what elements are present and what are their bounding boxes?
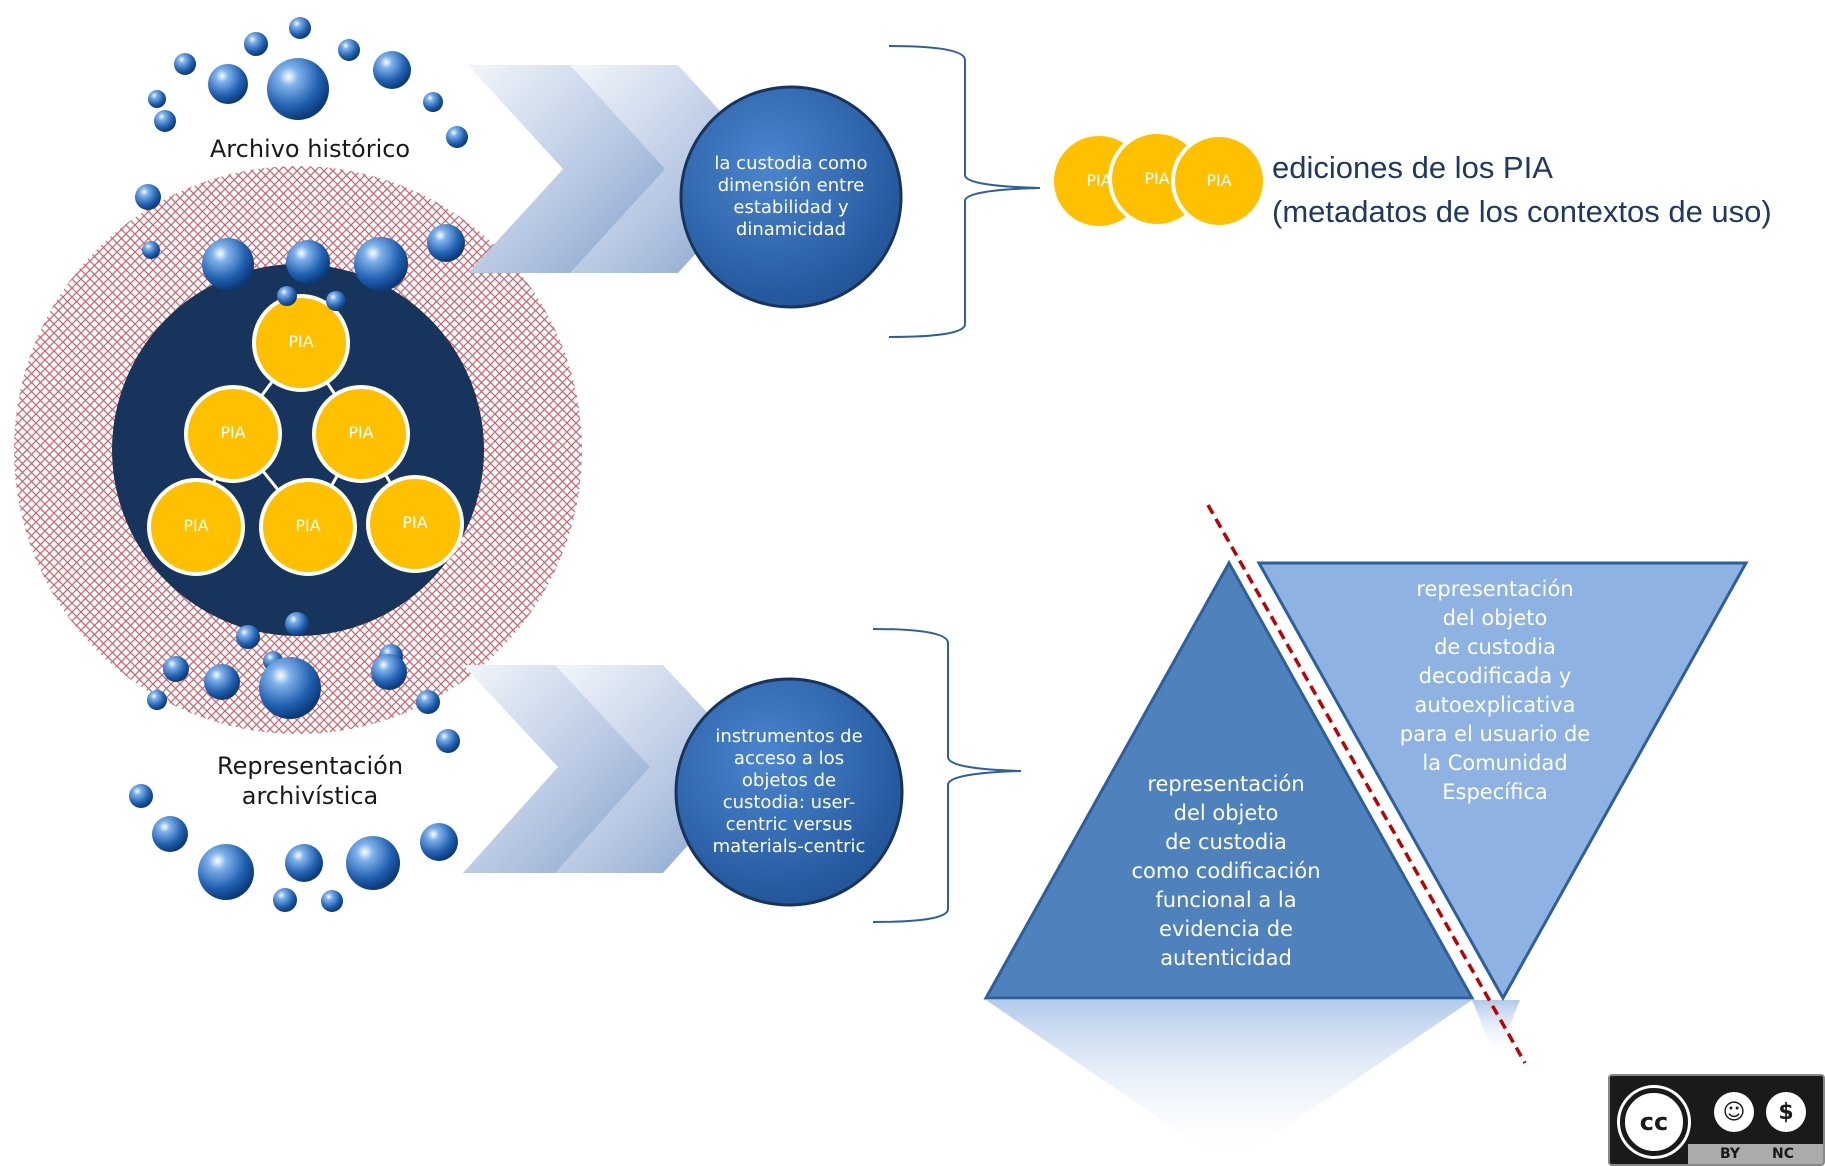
triangle-down-line: Específica <box>1442 780 1548 804</box>
triangle-up-line: de custodia <box>1165 830 1287 854</box>
triangle-up-line: evidencia de <box>1159 917 1293 941</box>
triangle-up-line: como codificación <box>1131 859 1321 883</box>
representacion-caption: Representación archivística <box>180 751 440 811</box>
triangle-down-line: del objeto <box>1442 606 1548 630</box>
triangle-down-text: representación del objeto de custodia de… <box>1370 575 1620 807</box>
custodia-circle <box>679 85 903 309</box>
pia-edition-label: PIA <box>1086 171 1112 190</box>
instrumentos-line: acceso a los <box>733 748 845 769</box>
archivo-historico-label: Archivo histórico <box>209 135 411 163</box>
pia-node-label: PIA <box>402 513 428 532</box>
instrumentos-line: objetos de <box>741 770 837 791</box>
instrumentos-line: instrumentos de <box>715 726 863 747</box>
instrumentos-circle <box>674 677 904 907</box>
custodia-line: dimensión entre <box>717 175 865 196</box>
nc-label: NC <box>1772 1146 1794 1162</box>
brace-bottom <box>872 628 1022 923</box>
pia-node-label: PIA <box>220 423 246 442</box>
cc-logo-text: cc <box>1639 1108 1669 1136</box>
triangle-reflection-right <box>1472 1000 1520 1060</box>
attribution-icon: ☺ <box>1714 1092 1754 1132</box>
pia-node-label: PIA <box>183 516 209 535</box>
noncommercial-icon: $ <box>1766 1092 1806 1132</box>
pia-edition-trio <box>1050 130 1267 230</box>
triangle-down <box>1256 561 1749 1002</box>
dashed-divider <box>1206 504 1527 1064</box>
triangle-up-line: del objeto <box>1173 801 1279 825</box>
triangle-down-line: decodificada y <box>1418 664 1572 688</box>
pia-node <box>252 294 350 392</box>
pia-node <box>259 478 357 576</box>
license-strip: BY NC <box>1688 1144 1823 1164</box>
custodia-line: la custodia como <box>714 153 868 174</box>
pia-node-label: PIA <box>348 423 374 442</box>
triangle-down-line: para el usuario de <box>1399 722 1591 746</box>
cc-logo-icon: cc <box>1620 1088 1688 1156</box>
instrumentos-line: materials-centric <box>712 836 866 857</box>
archivo-historico-caption: Archivo histórico <box>180 134 440 164</box>
pia-node <box>147 478 245 576</box>
triangle-reflection <box>986 1000 1472 1166</box>
pia-nodes <box>147 294 464 576</box>
instrumentos-line: centric versus <box>725 814 853 835</box>
instrumentos-circle-text: instrumentos de acceso a los objetos de … <box>689 692 889 892</box>
creative-commons-by-nc-icon: cc ☺ $ BY NC <box>1608 1074 1825 1166</box>
representacion-label-line2: archivística <box>241 782 379 810</box>
pia-node-label: PIA <box>295 516 321 535</box>
triangle-down-line: autoexplicativa <box>1414 693 1576 717</box>
pia-edition-label: PIA <box>1206 171 1232 190</box>
triangle-up-line: autenticidad <box>1160 946 1292 970</box>
pia-node-label: PIA <box>288 332 314 351</box>
ediciones-line1: ediciones de los PIA <box>1272 150 1553 185</box>
pia-edition-node <box>1171 133 1267 229</box>
triangle-down-line: de custodia <box>1434 635 1556 659</box>
triangle-up <box>983 559 1475 1000</box>
pia-node <box>312 385 410 483</box>
ediciones-line2: (metadatos de los contextos de uso) <box>1272 194 1772 229</box>
custodia-line: dinamicidad <box>735 219 847 240</box>
instrumentos-line: custodia: user- <box>722 792 856 813</box>
representacion-label-line1: Representación <box>216 752 404 780</box>
pia-edition-label: PIA <box>1144 169 1170 188</box>
triangle-down-line: representación <box>1416 577 1574 601</box>
brace-top <box>888 45 1041 338</box>
pia-node <box>184 385 282 483</box>
by-label: BY <box>1720 1146 1741 1162</box>
custodia-line: estabilidad y <box>733 197 849 218</box>
triangle-down-line: la Comunidad <box>1422 751 1568 775</box>
water-bubbles <box>129 17 468 912</box>
triangle-up-text: representación del objeto de custodia co… <box>1096 770 1356 973</box>
triangle-up-line: funcional a la <box>1155 888 1297 912</box>
custodia-circle-text: la custodia como dimensión entre estabil… <box>691 97 891 297</box>
triangle-up-line: representación <box>1147 772 1305 796</box>
pia-node <box>366 475 464 573</box>
ediciones-text: ediciones de los PIA (metadatos de los c… <box>1272 146 1772 234</box>
